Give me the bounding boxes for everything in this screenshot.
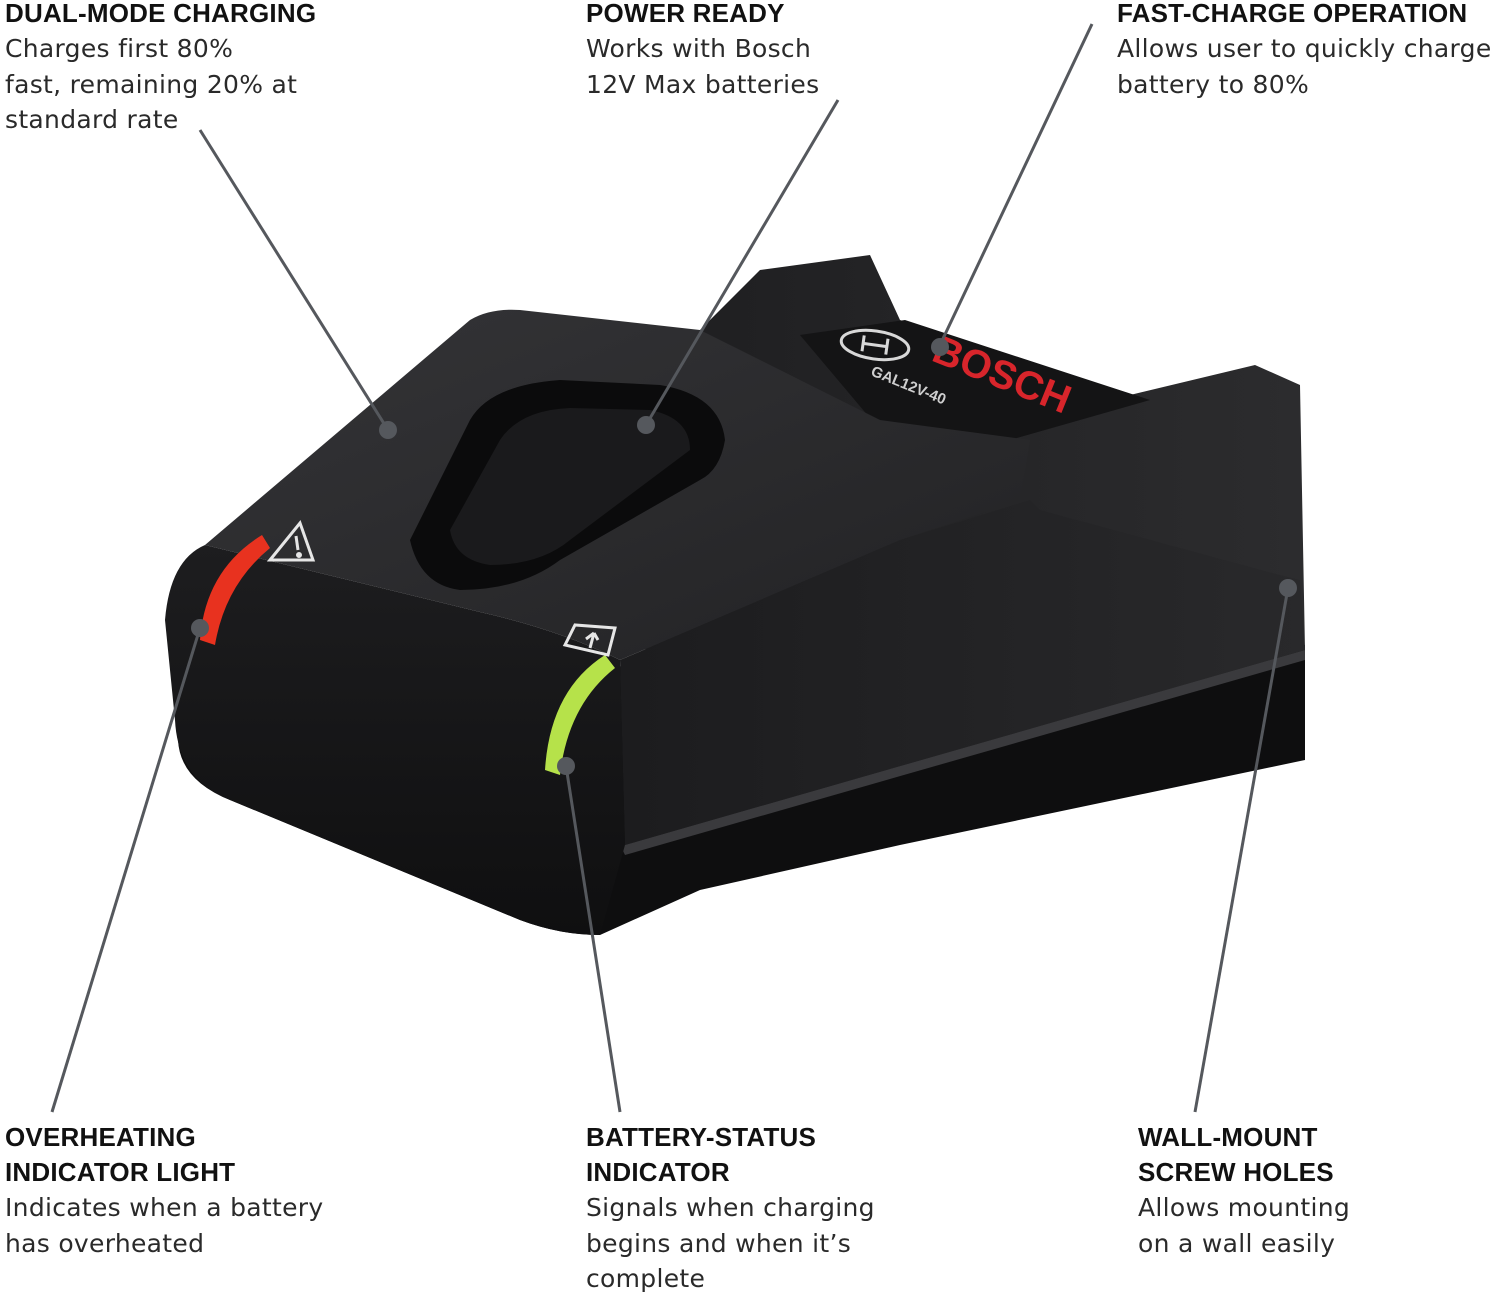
callout-wall-mount-screw-holes: WALL-MOUNT SCREW HOLES Allows mounting o… [1138, 1120, 1478, 1261]
leader-dot-power-ready [637, 416, 655, 434]
overheating-indicator-led [200, 535, 270, 645]
leader-dot-overheating [191, 619, 209, 637]
leader-line-wall-mount [1193, 587, 1290, 1113]
callout-description: Works with Bosch 12V Max batteries [586, 34, 820, 99]
battery-slot-inner [450, 408, 690, 565]
callout-description: Indicates when a battery has overheated [5, 1193, 324, 1258]
leader-line-power-ready [644, 99, 840, 426]
callout-title: DUAL-MODE CHARGING [5, 0, 317, 28]
leader-line-overheating [50, 627, 202, 1113]
leader-line-battery-status [564, 765, 622, 1113]
callout-battery-status-indicator: BATTERY-STATUS INDICATOR Signals when ch… [586, 1120, 926, 1297]
callout-title: WALL-MOUNT SCREW HOLES [1138, 1122, 1334, 1187]
callout-dual-mode-charging: DUAL-MODE CHARGING Charges first 80% fas… [5, 0, 365, 138]
callout-title: POWER READY [586, 0, 785, 28]
battery-charge-icon [562, 623, 617, 657]
callout-description: Signals when charging begins and when it… [586, 1193, 875, 1293]
callout-power-ready: POWER READY Works with Bosch 12V Max bat… [586, 0, 906, 102]
leader-dot-fast-charge [931, 338, 949, 356]
leader-dot-battery-status [557, 757, 575, 775]
leader-line-fast-charge [938, 23, 1094, 346]
callout-title: OVERHEATING INDICATOR LIGHT [5, 1122, 236, 1187]
charger-base-edge [620, 650, 1305, 855]
warning-triangle-icon [266, 519, 316, 562]
callout-title: FAST-CHARGE OPERATION [1117, 0, 1468, 28]
callout-description: Allows mounting on a wall easily [1138, 1193, 1351, 1258]
bosch-logo-icon [839, 328, 911, 362]
callout-title: BATTERY-STATUS INDICATOR [586, 1122, 817, 1187]
battery-status-indicator-led [545, 655, 615, 775]
charger-front-face [165, 545, 625, 935]
leader-dot-wall-mount [1279, 579, 1297, 597]
leader-line-dual-mode [198, 129, 390, 431]
callout-overheating-indicator: OVERHEATING INDICATOR LIGHT Indicates wh… [5, 1120, 385, 1261]
callout-description: Allows user to quickly charge battery to… [1117, 34, 1492, 99]
callout-fast-charge-operation: FAST-CHARGE OPERATION Allows user to qui… [1117, 0, 1500, 102]
callout-description: Charges first 80% fast, remaining 20% at… [5, 34, 298, 134]
charger-ramp-face [620, 500, 1305, 845]
leader-dot-dual-mode [379, 421, 397, 439]
